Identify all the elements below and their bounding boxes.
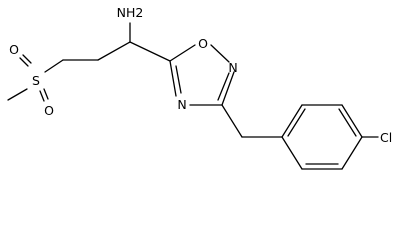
bond-ring-1-inner	[287, 108, 306, 137]
bond-ring-4	[341, 136, 363, 170]
bond-sulfur-oxygen-lower-b	[43, 88, 49, 100]
bond-n2-c3-a	[221, 71, 235, 106]
atom-label-sulfonyl-oxygen-left: O	[9, 42, 19, 57]
bond-sulfur-oxygen-left-b	[22, 54, 32, 64]
bond-sulfur-oxygen-left-a	[19, 57, 29, 67]
bond-ring-3	[341, 104, 363, 138]
bond-n4-c5-b	[175, 65, 182, 94]
atom-label-ring-nitrogen-upper: N	[228, 60, 237, 75]
bond-methyl-sulfur	[7, 88, 28, 101]
atom-labels: NH2 O N N S O O Cl	[9, 5, 392, 145]
atom-label-amine: NH2	[117, 5, 144, 20]
bond-sulfur-oxygen-lower-a	[39, 90, 45, 102]
bond-sulfur-ch2	[44, 59, 64, 73]
bond-ring-6	[281, 136, 303, 170]
bonds	[7, 22, 379, 170]
atom-label-sulfonyl-oxygen-lower: O	[44, 103, 54, 118]
bond-n4-c5-a	[169, 60, 177, 97]
atom-label-ring-nitrogen-lower: N	[177, 97, 186, 112]
atom-label-ring-oxygen: O	[198, 36, 208, 51]
atom-label-sulfur: S	[32, 73, 40, 88]
bond-ring-3-inner	[338, 108, 357, 137]
bond-c3-benzyl	[221, 104, 243, 138]
bond-o1-n2	[210, 44, 230, 63]
bond-methine-c5	[129, 41, 171, 62]
bond-n2-c3-b	[217, 72, 230, 101]
atom-label-chlorine: Cl	[380, 130, 392, 145]
molecule-structure: NH2 O N N S O O Cl	[7, 5, 392, 170]
bond-ring-1	[281, 104, 303, 138]
bond-ch2-methine	[97, 41, 131, 61]
bond-c5-o1	[169, 44, 196, 62]
